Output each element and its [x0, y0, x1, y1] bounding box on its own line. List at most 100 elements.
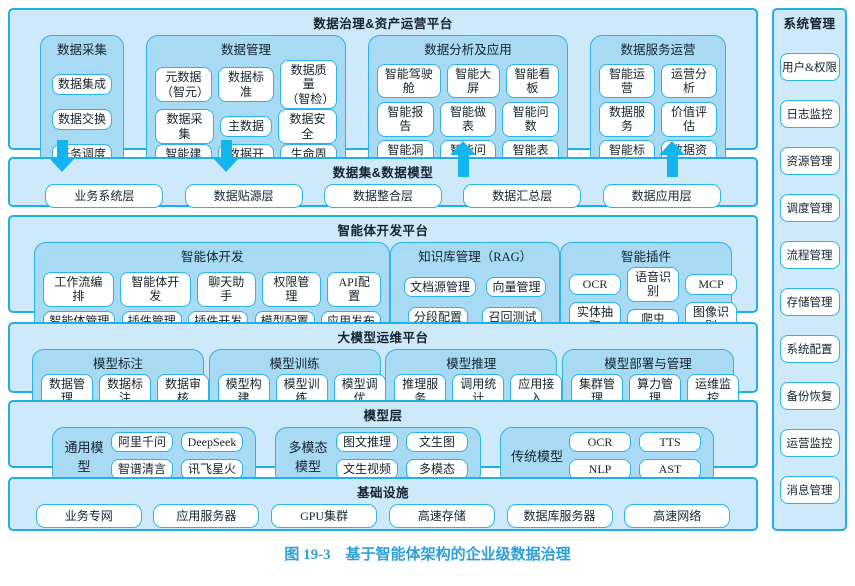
group-title-model-training: 模型训练 [269, 357, 320, 371]
chip-row: 数据采集主数据数据安全 [151, 109, 341, 144]
arrow-shaft [666, 155, 678, 177]
band-agent-dev-platform: 智能体开发平台智能体开发工作流编排智能体开发聊天助手权限管理API配置智能体管理… [8, 215, 758, 342]
chip: 聊天助手 [196, 271, 256, 307]
chip: 数据标准 [217, 67, 275, 102]
chip-row: 图文推理文生图 [332, 432, 472, 453]
chip: 价值评估 [661, 101, 717, 137]
chip: 数据库服务器 [506, 504, 613, 529]
group-title-data-management: 数据管理 [220, 43, 271, 57]
sidebar-item: 日志监控 [779, 100, 840, 128]
chip: 智能运营 [599, 63, 655, 99]
chip: 数据交换 [51, 109, 112, 130]
flow-arrow-down [213, 140, 239, 172]
flow-arrow-up [659, 141, 685, 177]
chip-row: 智能驾驶舱智能大屏智能看板 [373, 63, 563, 99]
chip: 智能体开发 [119, 271, 191, 307]
arrow-head [49, 158, 75, 172]
chip: 数据应用层 [602, 184, 721, 209]
chip: 智能看板 [505, 63, 559, 99]
chip: 高速存储 [388, 504, 495, 529]
arrow-head [659, 141, 685, 155]
sidebar-items: 用户&权限日志监控资源管理调度管理流程管理存储管理系统配置备份恢复运营监控消息管… [774, 32, 845, 529]
chip: TTS [639, 432, 701, 453]
chip: 智能驾驶舱 [377, 63, 441, 99]
chip: 数据集成 [51, 74, 112, 95]
chip: AST [639, 459, 701, 480]
chip: 运营分析 [661, 63, 717, 99]
chip: 智能问数 [502, 101, 560, 137]
chip-row: 文生视频多模态 [332, 459, 472, 480]
band-content-dataset-data-model: 业务系统层数据贴源层数据整合层数据汇总层数据应用层 [24, 184, 742, 209]
sidebar-item: 运营监控 [779, 429, 840, 457]
group-title-model-annotation: 模型标注 [92, 357, 143, 371]
band-title-llm-ops-platform: 大模型运维平台 [337, 331, 429, 345]
chip: OCR [569, 274, 621, 295]
group-label-general-models: 通用模型 [64, 439, 104, 474]
chip: 阿里千问 [111, 432, 173, 453]
chip: 高速网络 [624, 504, 731, 529]
band-dataset-data-model: 数据集&数据模型业务系统层数据贴源层数据整合层数据汇总层数据应用层 [8, 157, 758, 209]
chip-row: 数据服务价值评估 [595, 101, 721, 137]
group-rows: 智能驾驶舱智能大屏智能看板智能报告智能做表智能问数智能洞察智能问答智能表单 [373, 60, 563, 179]
sidebar-item: 系统配置 [779, 335, 840, 363]
band-llm-ops-platform: 大模型运维平台模型标注数据管理数据标注数据审核模型训练模型构建模型训练模型调优模… [8, 322, 758, 414]
chip: 权限管理 [261, 271, 321, 307]
group-title-model-deployment: 模型部署与管理 [604, 357, 692, 371]
group-title-smart-plugins: 智能插件 [620, 250, 671, 264]
chip: 数据贴源层 [184, 184, 303, 209]
sidebar-item: 资源管理 [779, 147, 840, 175]
band-title-infrastructure: 基础设施 [356, 486, 409, 500]
chip: MCP [685, 274, 737, 295]
chip: API配置 [326, 271, 382, 307]
chip: 元数据 （智元） [155, 67, 212, 102]
sidebar-title: 系统管理 [783, 17, 836, 31]
group-title-data-service-ops: 数据服务运营 [620, 43, 696, 57]
group-label-multimodal-models: 多模态模型 [288, 439, 328, 474]
band-title-data-governance-asset-platform: 数据治理&资产运营平台 [313, 17, 453, 31]
chip: 文生图 [406, 432, 468, 453]
figure-caption: 图 19-3 基于智能体架构的企业级数据治理 [284, 547, 571, 563]
chip: 业务专网 [35, 504, 142, 529]
group-title-rag-knowledge-base: 知识库管理（RAG） [418, 250, 533, 264]
system-management-panel: 系统管理 用户&权限日志监控资源管理调度管理流程管理存储管理系统配置备份恢复运营… [772, 8, 847, 531]
band-title-agent-dev-platform: 智能体开发平台 [337, 224, 429, 238]
group-label-traditional-models: 传统模型 [510, 449, 563, 465]
flow-arrow-up [450, 141, 476, 177]
arrow-shaft [220, 140, 232, 158]
chip: 数据服务 [599, 101, 655, 137]
chip: 智能报告 [377, 101, 434, 137]
band-title-dataset-data-model: 数据集&数据模型 [332, 166, 434, 180]
arrow-head [450, 141, 476, 155]
chip: 文档源管理 [403, 276, 476, 297]
chip-row: 智谱清言讯飞星火 [107, 459, 247, 480]
arrow-shaft [457, 155, 469, 177]
chip-row: 分段配置召回测试 [395, 306, 555, 327]
chip-row: 智能报告智能做表智能问数 [373, 101, 563, 137]
chip: 工作流编排 [43, 271, 114, 307]
group-title-data-collection: 数据采集 [56, 43, 107, 57]
group-title-agent-development: 智能体开发 [180, 250, 244, 264]
group-rows: 图文推理文生图文生视频多模态 [332, 432, 472, 480]
sidebar-item: 存储管理 [779, 288, 840, 316]
chip: 智能做表 [439, 101, 497, 137]
group-title-data-analysis-apps: 数据分析及应用 [424, 43, 512, 57]
chip: 向量管理 [486, 276, 547, 297]
chip: 数据安全 [278, 109, 337, 144]
chip-row: 智能运营运营分析 [595, 63, 721, 99]
group-multimodal-models: 多模态模型图文推理文生图文生视频多模态 [275, 427, 481, 485]
arrow-head [213, 158, 239, 172]
sidebar-item: 调度管理 [779, 194, 840, 222]
chip: 业务系统层 [45, 184, 164, 209]
sidebar-item: 备份恢复 [779, 382, 840, 410]
arrow-shaft [56, 140, 68, 158]
chip: 数据汇总层 [463, 184, 582, 209]
